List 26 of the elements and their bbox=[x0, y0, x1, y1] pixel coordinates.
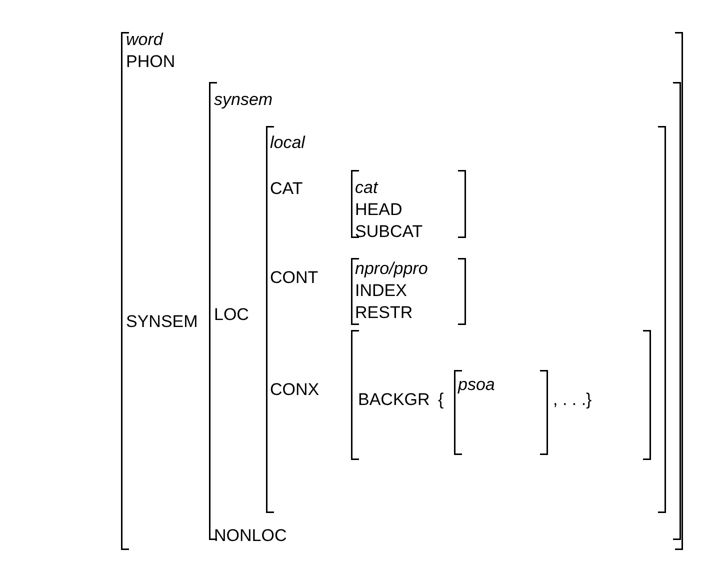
feature-name: RESTR bbox=[355, 303, 413, 323]
type-label: synsem bbox=[214, 90, 273, 110]
set-brace: { bbox=[438, 390, 444, 410]
attribute-value-matrix bbox=[266, 126, 666, 513]
feature-name: CONX bbox=[270, 380, 320, 400]
type-label: npro/ppro bbox=[355, 259, 428, 279]
type-label: local bbox=[270, 133, 305, 153]
feature-name: CONT bbox=[270, 268, 318, 288]
type-label: cat bbox=[355, 178, 378, 198]
attribute-value-matrix bbox=[209, 82, 681, 540]
feature-name: SYNSEM bbox=[126, 312, 198, 332]
type-label: psoa bbox=[458, 375, 495, 395]
feature-name: HEAD bbox=[355, 200, 402, 220]
feature-name: NONLOC bbox=[214, 526, 287, 546]
feature-name: BACKGR bbox=[358, 390, 430, 410]
attribute-value-matrix bbox=[121, 32, 683, 550]
feature-name: INDEX bbox=[355, 281, 407, 301]
set-brace: , . . .} bbox=[553, 390, 592, 410]
feature-name: SUBCAT bbox=[355, 222, 423, 242]
attribute-value-matrix bbox=[351, 330, 651, 460]
type-label: word bbox=[126, 30, 163, 50]
attribute-value-matrix bbox=[351, 170, 466, 238]
feature-name: CAT bbox=[270, 179, 303, 199]
attribute-value-matrix bbox=[351, 258, 466, 325]
feature-name: PHON bbox=[126, 52, 176, 72]
feature-name: LOC bbox=[214, 305, 249, 325]
